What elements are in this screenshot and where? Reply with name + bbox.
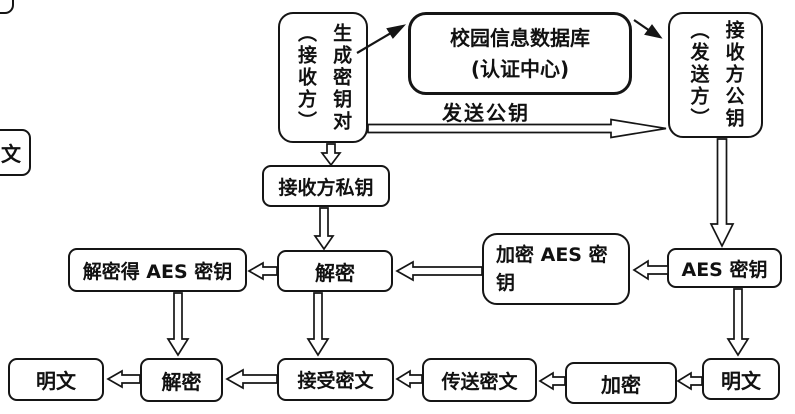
node-plaintext-left: 明文 <box>8 358 104 401</box>
node-campus-database-line1: 校园信息数据库 <box>450 25 590 50</box>
node-decrypt-middle: 解密 <box>277 250 393 292</box>
node-campus-database-line2: (认证中心) <box>470 56 570 81</box>
edge-label-send-public-key: 发送公钥 <box>442 101 530 125</box>
arrow-aeskey-to-encryptaes <box>632 259 669 281</box>
node-plaintext-left-label: 明文 <box>36 369 76 393</box>
node-send-ciphertext: 传送密文 <box>422 358 537 402</box>
node-plaintext-right: 明文 <box>702 358 780 400</box>
node-send-ciphertext-label: 传送密文 <box>441 370 518 393</box>
arrow-aeskey-to-plaintext <box>726 288 750 357</box>
node-generate-keypair: 生成密钥对 （接收方） <box>278 12 368 143</box>
node-encrypt-aes-key: 加密 AES 密钥 <box>482 233 630 305</box>
arrow-receivecipher-to-decrypt <box>225 368 278 390</box>
arrow-sendcipher-to-receivecipher <box>395 369 423 389</box>
node-encrypt-bottom-label: 加密 <box>601 372 641 397</box>
node-decrypted-aes-key: 解密得 AES 密钥 <box>68 248 247 292</box>
arrowhead-database-to-pubkey <box>644 24 663 39</box>
arrowhead-genkeypair-to-database <box>386 24 407 39</box>
arrow-plaintext-to-encrypt <box>676 371 703 391</box>
node-generate-keypair-label: 生成密钥对 （接收方） <box>295 22 353 133</box>
node-campus-database: 校园信息数据库 (认证中心) <box>408 12 632 95</box>
node-receiver-private-key-label: 接收方私钥 <box>278 176 374 199</box>
node-decrypt-bottom: 解密 <box>140 358 223 402</box>
cropped-box-fragment-left: 文 <box>0 129 31 176</box>
fragment-label: 文 <box>1 142 21 166</box>
arrow-genkeypair-to-privkey <box>320 143 342 167</box>
line-database-to-pubkey <box>633 19 651 32</box>
node-encrypt-aes-key-label: 加密 AES 密钥 <box>496 243 608 295</box>
node-receive-ciphertext-label: 接受密文 <box>297 370 374 392</box>
node-plaintext-right-label: 明文 <box>721 368 761 393</box>
arrow-encrypt-to-sendcipher <box>538 371 566 391</box>
node-aes-key: AES 密钥 <box>667 248 782 288</box>
arrow-encryptaes-to-decrypt <box>395 260 483 282</box>
node-encrypt-bottom: 加密 <box>565 362 677 404</box>
node-decrypted-aes-key-label: 解密得 AES 密钥 <box>82 260 233 283</box>
node-receiver-public-key: 接收方公钥 （发送方） <box>668 12 763 138</box>
arrow-decrypt-to-receivecipher <box>306 292 330 357</box>
arrow-pubkey-to-aeskey <box>709 138 735 248</box>
node-decrypt-middle-label: 解密 <box>315 260 355 285</box>
cropped-box-fragment-top-left <box>0 0 14 14</box>
arrow-gotaes-to-decryptbottom <box>166 292 190 357</box>
node-receiver-public-key-label: 接收方公钥 （发送方） <box>687 20 745 130</box>
node-receiver-private-key: 接收方私钥 <box>262 165 390 207</box>
arrow-decrypt-to-gotaes <box>247 261 278 281</box>
node-decrypt-bottom-label: 解密 <box>161 369 202 394</box>
node-aes-key-label: AES 密钥 <box>681 258 768 281</box>
arrow-decrypt-to-plaintextleft <box>106 369 141 389</box>
arrow-privkey-to-decrypt <box>313 207 335 251</box>
node-receive-ciphertext: 接受密文 <box>277 358 394 401</box>
